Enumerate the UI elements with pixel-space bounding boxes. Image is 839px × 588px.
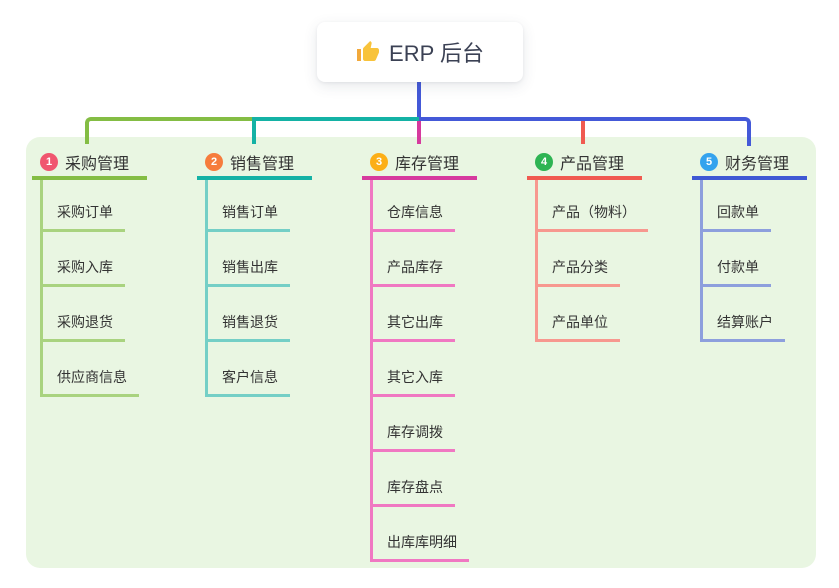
root-stem-line	[417, 82, 421, 119]
branch-node-label: 库存管理	[395, 156, 460, 173]
child-node[interactable]: 库存盘点	[370, 477, 455, 507]
connector-drop-product	[581, 121, 585, 144]
branch-node-5[interactable]: 5 财务管理	[692, 148, 807, 180]
child-node[interactable]: 库存调拨	[370, 422, 455, 452]
child-node[interactable]: 回款单	[700, 202, 771, 232]
branch-node-3[interactable]: 3 库存管理	[362, 148, 477, 180]
child-node[interactable]: 销售退货	[205, 312, 290, 342]
child-node[interactable]: 采购入库	[40, 257, 125, 287]
root-node-label: ERP 后台	[389, 41, 484, 66]
branch-node-1[interactable]: 1 采购管理	[32, 148, 147, 180]
branch-number-badge: 2	[205, 153, 223, 171]
branch-node-label: 财务管理	[725, 156, 790, 173]
root-node[interactable]: ERP 后台	[317, 22, 523, 82]
branch-trunk-line	[205, 180, 208, 397]
child-node[interactable]: 采购订单	[40, 202, 125, 232]
child-node[interactable]: 结算账户	[700, 312, 785, 342]
branch-trunk-line	[535, 180, 538, 342]
branch-number-badge: 3	[370, 153, 388, 171]
branch-trunk-line	[700, 180, 703, 342]
branch-node-label: 产品管理	[560, 156, 625, 173]
child-node[interactable]: 客户信息	[205, 367, 290, 397]
branch-number-badge: 1	[40, 153, 58, 171]
child-node[interactable]: 采购退货	[40, 312, 125, 342]
branch-number-badge: 5	[700, 153, 718, 171]
connector-drop-inventory	[417, 121, 421, 144]
branch-node-2[interactable]: 2 销售管理	[197, 148, 312, 180]
child-node[interactable]: 产品（物料）	[535, 202, 648, 232]
child-node[interactable]: 其它出库	[370, 312, 455, 342]
branch-node-label: 采购管理	[65, 156, 130, 173]
child-node[interactable]: 销售订单	[205, 202, 290, 232]
branch-trunk-line	[370, 180, 373, 562]
thumbs-up-icon	[357, 41, 380, 61]
connector-segment-sales	[252, 117, 419, 144]
connector-segment-purchase	[85, 117, 252, 144]
child-node[interactable]: 产品单位	[535, 312, 620, 342]
child-node[interactable]: 供应商信息	[40, 367, 139, 397]
child-node[interactable]: 付款单	[700, 257, 771, 287]
child-node[interactable]: 销售出库	[205, 257, 290, 287]
branch-node-4[interactable]: 4 产品管理	[527, 148, 642, 180]
branch-trunk-line	[40, 180, 43, 397]
child-node[interactable]: 仓库信息	[370, 202, 455, 232]
branch-number-badge: 4	[535, 153, 553, 171]
branch-node-label: 销售管理	[230, 156, 295, 173]
child-node[interactable]: 产品分类	[535, 257, 620, 287]
child-node[interactable]: 产品库存	[370, 257, 455, 287]
connector-segment-finance	[419, 117, 751, 146]
mindmap-panel	[26, 137, 816, 568]
child-node[interactable]: 其它入库	[370, 367, 455, 397]
child-node[interactable]: 出库库明细	[370, 532, 469, 562]
